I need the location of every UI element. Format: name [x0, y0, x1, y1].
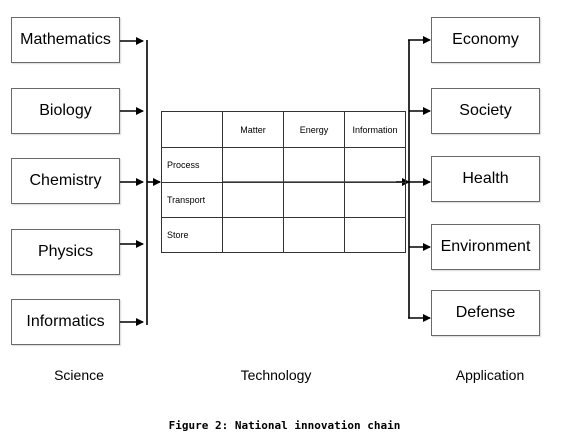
figure-caption: Figure 2: National innovation chain [168, 419, 401, 432]
application-box-environment: Environment [431, 224, 540, 270]
matrix-cell [222, 217, 284, 253]
science-box-biology: Biology [11, 88, 120, 134]
science-box-physics: Physics [11, 229, 120, 275]
application-box-economy: Economy [431, 17, 540, 63]
application-box-society: Society [431, 88, 540, 134]
matrix-cell [283, 217, 345, 253]
matrix-row-header: Transport [161, 182, 223, 218]
matrix-cell [222, 147, 284, 183]
technology-label: Technology [240, 367, 312, 383]
application-box-defense: Defense [431, 290, 540, 336]
matrix-row-header: Store [161, 217, 223, 253]
matrix-cell [344, 147, 406, 183]
technology-matrix: Matter Energy Information Process Transp… [161, 111, 406, 253]
matrix-row-header: Process [161, 147, 223, 183]
science-box-chemistry: Chemistry [11, 158, 120, 204]
science-box-informatics: Informatics [11, 299, 120, 345]
matrix-col-header: Energy [283, 111, 345, 148]
matrix-col-header: Matter [222, 111, 284, 148]
matrix-col-header: Information [344, 111, 406, 148]
application-label: Application [455, 367, 525, 383]
matrix-cell [344, 182, 406, 218]
matrix-cell [283, 182, 345, 218]
matrix-corner-cell [161, 111, 223, 148]
science-box-mathematics: Mathematics [11, 17, 120, 63]
science-label: Science [54, 367, 104, 383]
application-box-health: Health [431, 156, 540, 202]
matrix-cell [222, 182, 284, 218]
matrix-cell [344, 217, 406, 253]
matrix-cell [283, 147, 345, 183]
